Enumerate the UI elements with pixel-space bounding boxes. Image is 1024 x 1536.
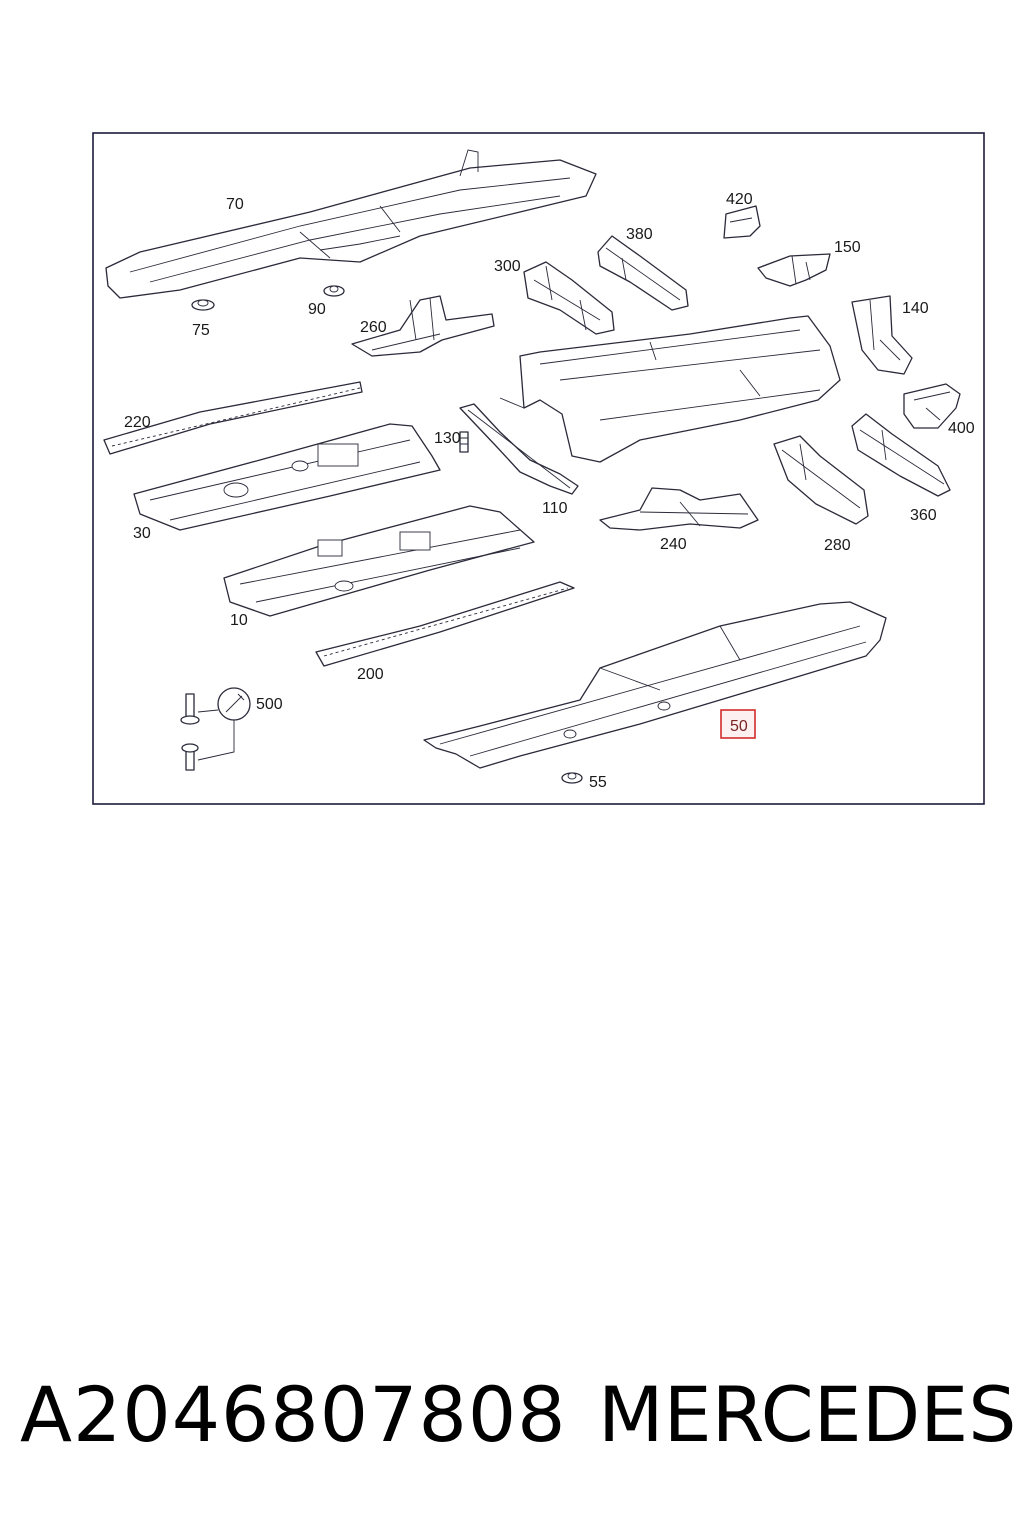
- label-220: 220: [124, 414, 151, 431]
- label-110: 110: [542, 500, 568, 517]
- label-50[interactable]: 50: [730, 718, 748, 735]
- label-500: 500: [256, 696, 283, 713]
- part-300-member[interactable]: [523, 261, 615, 335]
- part-220-rail[interactable]: [103, 381, 363, 455]
- part-420-plate[interactable]: [723, 205, 761, 239]
- label-10: 10: [230, 612, 248, 629]
- label-400: 400: [948, 420, 975, 437]
- part-50-floor-panel[interactable]: [423, 601, 887, 769]
- label-30: 30: [133, 525, 151, 542]
- part-10-floor[interactable]: [223, 505, 535, 617]
- label-360: 360: [910, 507, 937, 524]
- label-130: 130: [434, 430, 461, 447]
- label-55: 55: [589, 774, 607, 791]
- part-number: A2046807808: [20, 1370, 567, 1459]
- part-75-clip[interactable]: [191, 299, 215, 311]
- part-110-crossmember[interactable]: [459, 403, 579, 495]
- label-50-highlight-box: [720, 709, 756, 739]
- label-300: 300: [494, 258, 521, 275]
- footer: A2046807808 MERCEDES: [0, 1370, 1024, 1480]
- part-30-floor[interactable]: [133, 423, 441, 531]
- part-200-rail[interactable]: [315, 581, 575, 667]
- part-150-bracket[interactable]: [757, 253, 831, 287]
- label-240: 240: [660, 536, 687, 553]
- part-90-clip[interactable]: [323, 285, 345, 297]
- part-280-member[interactable]: [773, 435, 869, 525]
- label-140: 140: [902, 300, 929, 317]
- label-150: 150: [834, 239, 861, 256]
- label-90: 90: [308, 301, 326, 318]
- label-420: 420: [726, 191, 753, 208]
- label-380: 380: [626, 226, 653, 243]
- part-140-panel[interactable]: [851, 295, 913, 375]
- label-260: 260: [360, 319, 387, 336]
- part-70-floor-panel[interactable]: [105, 149, 597, 299]
- label-70: 70: [226, 196, 244, 213]
- part-55-clip[interactable]: [561, 772, 583, 784]
- part-bulkhead[interactable]: [499, 315, 841, 463]
- label-75: 75: [192, 322, 210, 339]
- label-280: 280: [824, 537, 851, 554]
- brand-name: MERCEDES: [598, 1370, 1017, 1459]
- part-500-fasteners[interactable]: [180, 687, 251, 771]
- part-400-bracket[interactable]: [903, 383, 961, 429]
- part-240-bracket[interactable]: [599, 487, 759, 531]
- label-200: 200: [357, 666, 384, 683]
- part-130-bolt[interactable]: [459, 431, 469, 453]
- part-380-member[interactable]: [597, 235, 689, 311]
- part-360-member[interactable]: [851, 413, 951, 497]
- part-260-bracket[interactable]: [351, 295, 495, 357]
